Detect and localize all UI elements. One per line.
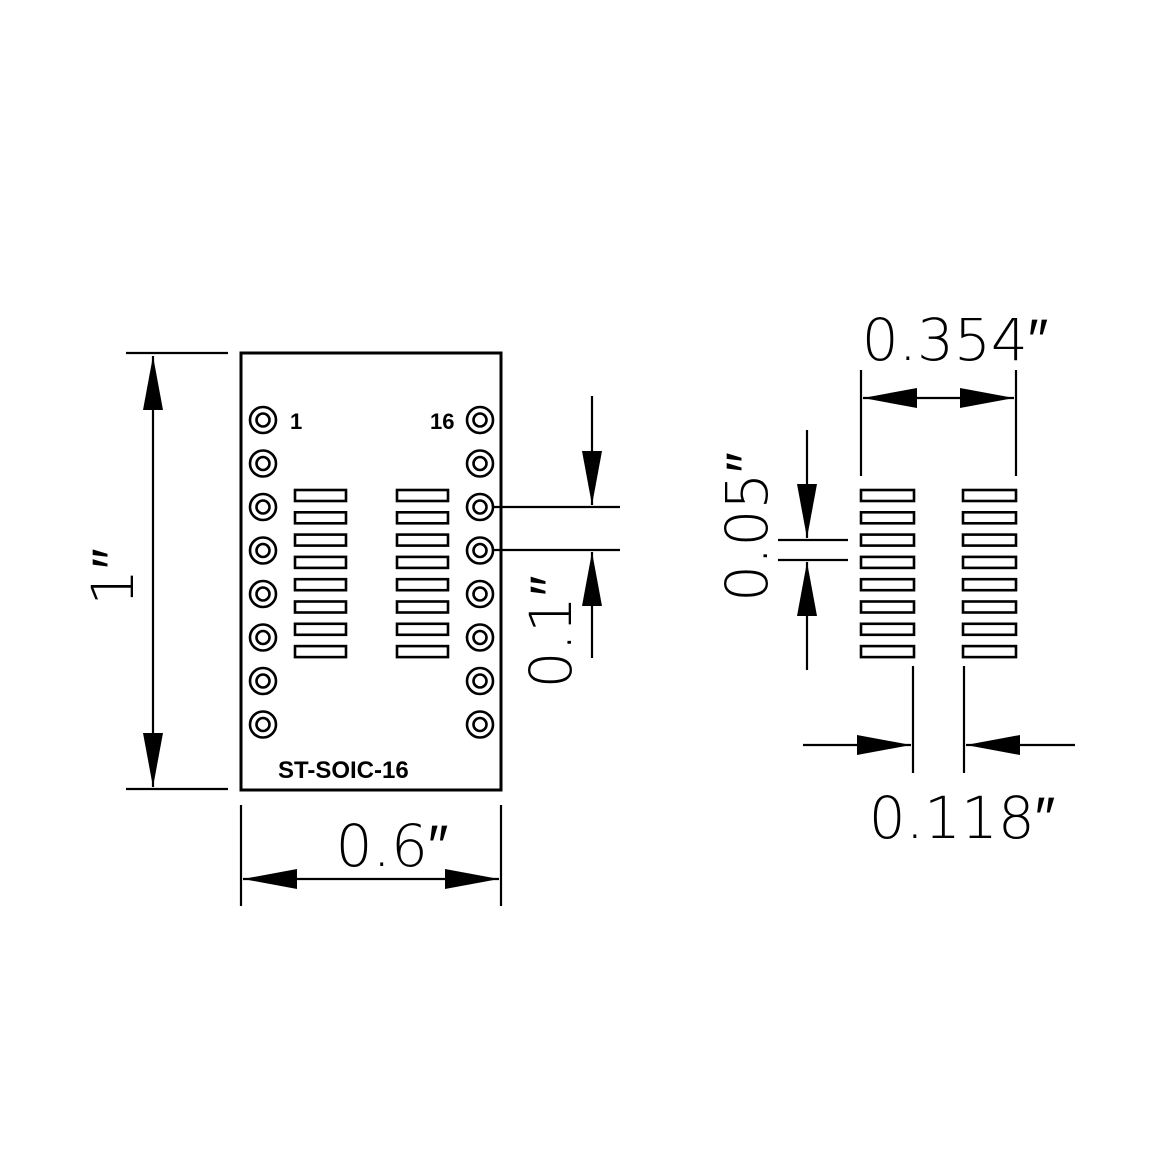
left-pin-hole-6 <box>248 623 278 652</box>
right-pin-hole-7 <box>465 666 495 696</box>
board-left-pad-6 <box>293 600 348 614</box>
pitch-arrow-top <box>582 451 602 505</box>
gap-dim-text: 0.118″ <box>869 784 1056 852</box>
width-arrow-right <box>445 869 499 889</box>
board-left-pad-4 <box>293 555 348 570</box>
left-pin-hole-8 <box>248 710 278 739</box>
board-right-pad-1 <box>395 488 450 503</box>
board-right-pad-2 <box>395 510 450 525</box>
board-left-pad-3 <box>293 533 348 547</box>
footprint-right-pad-6 <box>961 600 1018 614</box>
board-right-pad-3 <box>395 533 450 547</box>
board-right-pad-8 <box>395 644 450 659</box>
board-left-pad-8 <box>293 644 348 659</box>
right-pin-hole-2 <box>465 449 495 478</box>
footprint-left-pad-8 <box>859 644 916 659</box>
footprint-left-pad-6 <box>859 600 916 614</box>
footprint-right-pad-7 <box>961 622 1018 637</box>
left-pin-hole-3 <box>248 492 278 522</box>
board-left-pad-2 <box>293 510 348 525</box>
board-right-pad-4 <box>395 555 450 570</box>
width-arrow-left <box>243 869 297 889</box>
span-dim-text: 0.354″ <box>862 306 1049 374</box>
pitch-arrow-bottom <box>582 552 602 606</box>
footprint-right-pad-4 <box>961 555 1018 570</box>
pad-pitch-arrow-bottom <box>797 562 817 616</box>
footprint-left-pad-5 <box>859 577 916 592</box>
footprint-left-pad-2 <box>859 510 916 525</box>
left-pin-hole-4 <box>248 536 278 565</box>
board-left-pad-1 <box>293 488 348 503</box>
span-arrow-left <box>863 388 917 408</box>
board-outline <box>239 351 503 792</box>
footprint-pads-left <box>859 488 916 659</box>
board-pads-right <box>395 488 450 659</box>
board-right-pad-7 <box>395 622 450 637</box>
footprint-right-pad-2 <box>961 510 1018 525</box>
footprint-right-pad-8 <box>961 644 1018 659</box>
board-name-label: ST-SOIC-16 <box>278 757 409 784</box>
right-pin-hole-6 <box>465 623 495 652</box>
board-left-pad-5 <box>293 577 348 592</box>
left-pin-hole-7 <box>248 666 278 696</box>
board-right-pad-6 <box>395 600 450 614</box>
board-left-pad-7 <box>293 622 348 637</box>
height-arrow-top <box>143 356 163 410</box>
right-pin-hole-5 <box>465 579 495 609</box>
left-pin-hole-5 <box>248 579 278 609</box>
left-pin-holes <box>248 405 278 739</box>
gap-arrow-left <box>857 735 911 755</box>
footprint-left-pad-4 <box>859 555 916 570</box>
left-pin-hole-1 <box>248 405 278 435</box>
right-pin-hole-3 <box>465 492 495 522</box>
pad-pitch-dim-text: 0.05″ <box>713 452 781 602</box>
footprint-right-pad-1 <box>961 488 1018 503</box>
pitch-dim-text: 0.1″ <box>517 576 585 689</box>
span-arrow-right <box>960 388 1014 408</box>
right-pin-hole-4 <box>465 536 495 565</box>
footprint-left-pad-7 <box>859 622 916 637</box>
height-dim-text: 1″ <box>79 548 147 605</box>
footprint-left-pad-1 <box>859 488 916 503</box>
board-pads-left <box>293 488 348 659</box>
gap-arrow-right <box>966 735 1020 755</box>
right-pin-holes <box>465 405 495 739</box>
footprint-right-pad-3 <box>961 533 1018 547</box>
right-pin-hole-8 <box>465 710 495 739</box>
left-pin-hole-2 <box>248 449 278 478</box>
footprint-pads-right <box>961 488 1018 659</box>
footprint-left-pad-3 <box>859 533 916 547</box>
height-arrow-bottom <box>143 733 163 787</box>
right-pin-hole-1 <box>465 405 495 435</box>
width-dim-text: 0.6″ <box>336 812 449 880</box>
pin-16-label: 16 <box>430 409 454 434</box>
pin-1-label: 1 <box>290 409 302 434</box>
board-right-pad-5 <box>395 577 450 592</box>
footprint-right-pad-5 <box>961 577 1018 592</box>
pad-pitch-arrow-top <box>797 484 817 538</box>
